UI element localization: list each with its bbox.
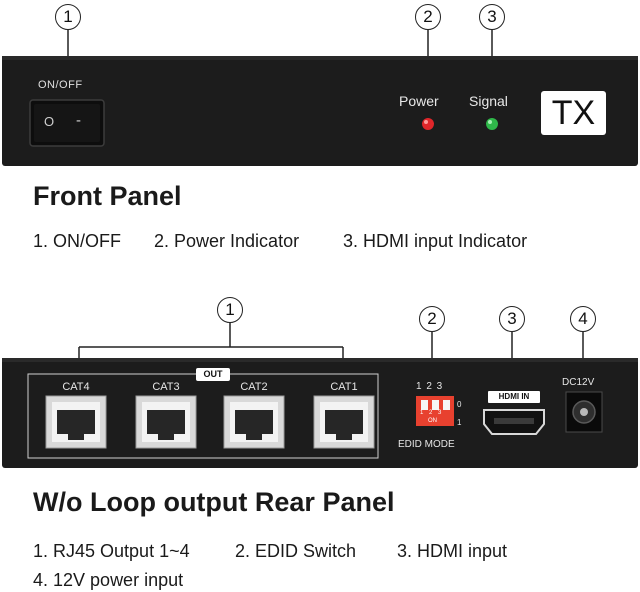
callout-rear-1: 1 — [217, 297, 243, 323]
rj45-port-cat4 — [45, 395, 107, 449]
front-legend-3: 3. HDMI input Indicator — [343, 231, 528, 251]
dc-power-jack — [565, 391, 603, 433]
rear-panel-heading: W/o Loop output Rear Panel — [33, 487, 395, 517]
dip-value-1: 1 — [457, 418, 462, 427]
tx-badge-box — [541, 91, 606, 135]
port-label-cat4: CAT4 — [62, 381, 90, 393]
callout-rear-2: 2 — [419, 306, 445, 332]
dip-value-0: 0 — [457, 400, 462, 409]
hdmi-in-label: HDMI IN — [498, 392, 530, 401]
hdmi-input-port — [483, 391, 545, 435]
edid-dip-switch — [416, 396, 454, 426]
front-panel-heading: Front Panel — [33, 181, 182, 211]
front-legend-1: 1. ON/OFF — [33, 231, 122, 251]
dip-on-text: ON — [428, 418, 437, 424]
dip-inner-numbers: 1 2 3 — [420, 410, 444, 416]
switch-label: ON/OFF — [38, 79, 83, 91]
callout-front-3: 3 — [479, 4, 505, 30]
callout-rear-4: 4 — [570, 306, 596, 332]
signal-led — [486, 118, 498, 130]
dc12v-label: DC12V — [562, 377, 595, 388]
signal-indicator-label: Signal — [469, 93, 508, 109]
power-indicator-label: Power — [399, 93, 439, 109]
switch-on-glyph: - — [76, 112, 81, 129]
rear-legend-2: 2. EDID Switch — [235, 541, 357, 561]
rear-legend-1: 1. RJ45 Output 1~4 — [33, 541, 190, 561]
callout-front-2: 2 — [415, 4, 441, 30]
front-panel-body — [2, 56, 638, 166]
callout-front-1: 1 — [55, 4, 81, 30]
tx-badge: TX — [551, 94, 596, 132]
rj45-port-cat3 — [135, 395, 197, 449]
edid-mode-label: EDID MODE — [398, 439, 455, 450]
port-label-cat3: CAT3 — [152, 381, 180, 393]
front-legend-2: 2. Power Indicator — [154, 231, 300, 251]
out-label: OUT — [203, 369, 223, 379]
port-label-cat1: CAT1 — [330, 381, 358, 393]
port-label-cat2: CAT2 — [240, 381, 268, 393]
rj45-port-cat1 — [313, 395, 375, 449]
dip-top-numbers: 1 2 3 — [416, 381, 444, 392]
rear-legend-4: 4. 12V power input — [33, 570, 184, 590]
switch-off-glyph: O — [44, 114, 55, 129]
rj45-port-cat2 — [223, 395, 285, 449]
power-led — [422, 118, 434, 130]
rear-legend-3: 3. HDMI input — [397, 541, 508, 561]
callout-rear-3: 3 — [499, 306, 525, 332]
